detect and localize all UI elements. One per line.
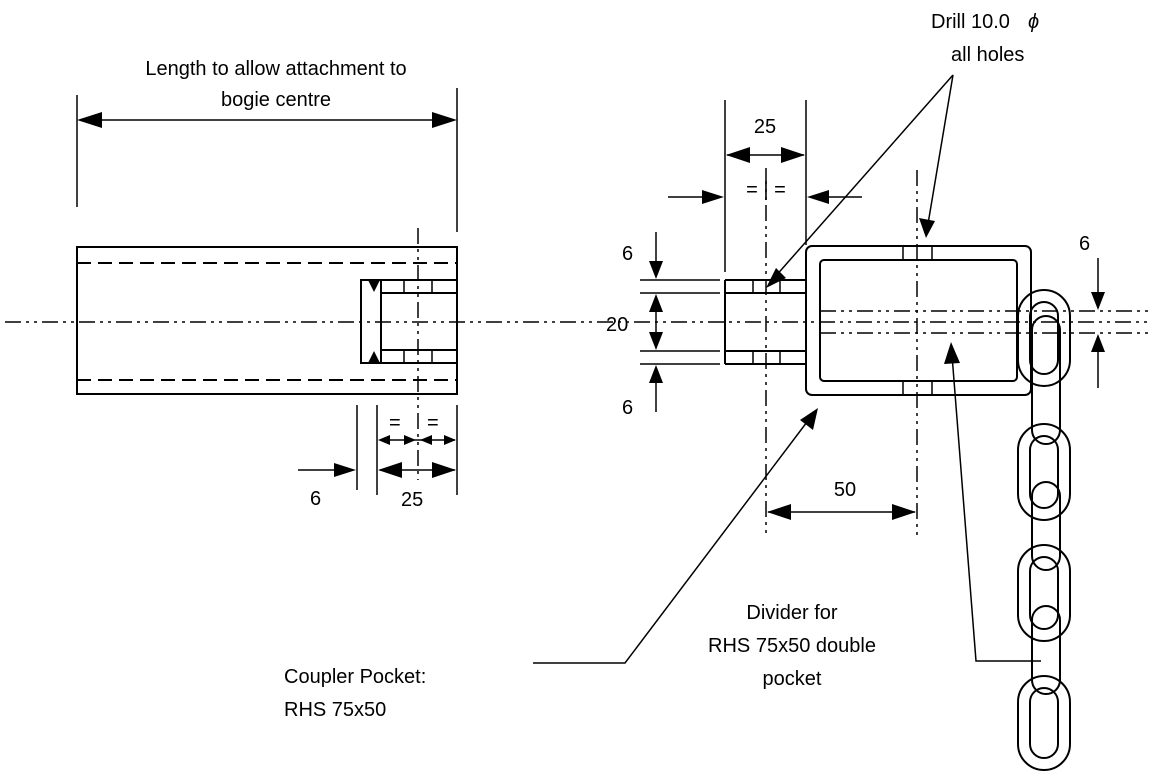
eq-left-label: = (389, 412, 401, 434)
rhs-double-pocket (805, 245, 1032, 396)
left-member (76, 246, 458, 395)
left-vertical-dims (640, 232, 720, 412)
left-pocket-insert (360, 279, 457, 364)
drill-label-line1: Drill 10.0 (931, 11, 1010, 33)
top-25-dimension (668, 100, 862, 272)
dim-50-label: 50 (834, 479, 856, 501)
dim-6-left-top-label: 6 (622, 243, 633, 265)
right-vertical-dim (1091, 258, 1105, 388)
length-label-line1: Length to allow attachment to (145, 58, 406, 80)
length-dimension (76, 88, 458, 232)
divider-label-line3: pocket (763, 668, 822, 690)
drill-label-line2: all holes (951, 44, 1024, 66)
dim-6-left-bottom-label: 6 (622, 397, 633, 419)
eq-top-label: = | = (746, 179, 786, 201)
dim-20-label: 20 (606, 314, 628, 336)
eq-right-label: = (427, 412, 439, 434)
dim-25-top-label: 25 (754, 116, 776, 138)
chain (1017, 289, 1071, 771)
length-label-line2: bogie centre (221, 89, 331, 111)
drill-phi-symbol: ϕ (1028, 11, 1039, 33)
dim-25-bottom-label: 25 (401, 489, 423, 511)
dim-6-bottom-label: 6 (310, 488, 321, 510)
leader-lines (533, 74, 1041, 664)
dim-50 (767, 504, 916, 520)
left-bottom-dims (298, 405, 458, 495)
coupler-label-line1: Coupler Pocket: (284, 666, 426, 688)
coupler-label-line2: RHS 75x50 (284, 699, 386, 721)
divider-label-line2: RHS 75x50 double (708, 635, 876, 657)
dim-6-right-label: 6 (1079, 233, 1090, 255)
divider-label-line1: Divider for (746, 602, 837, 624)
